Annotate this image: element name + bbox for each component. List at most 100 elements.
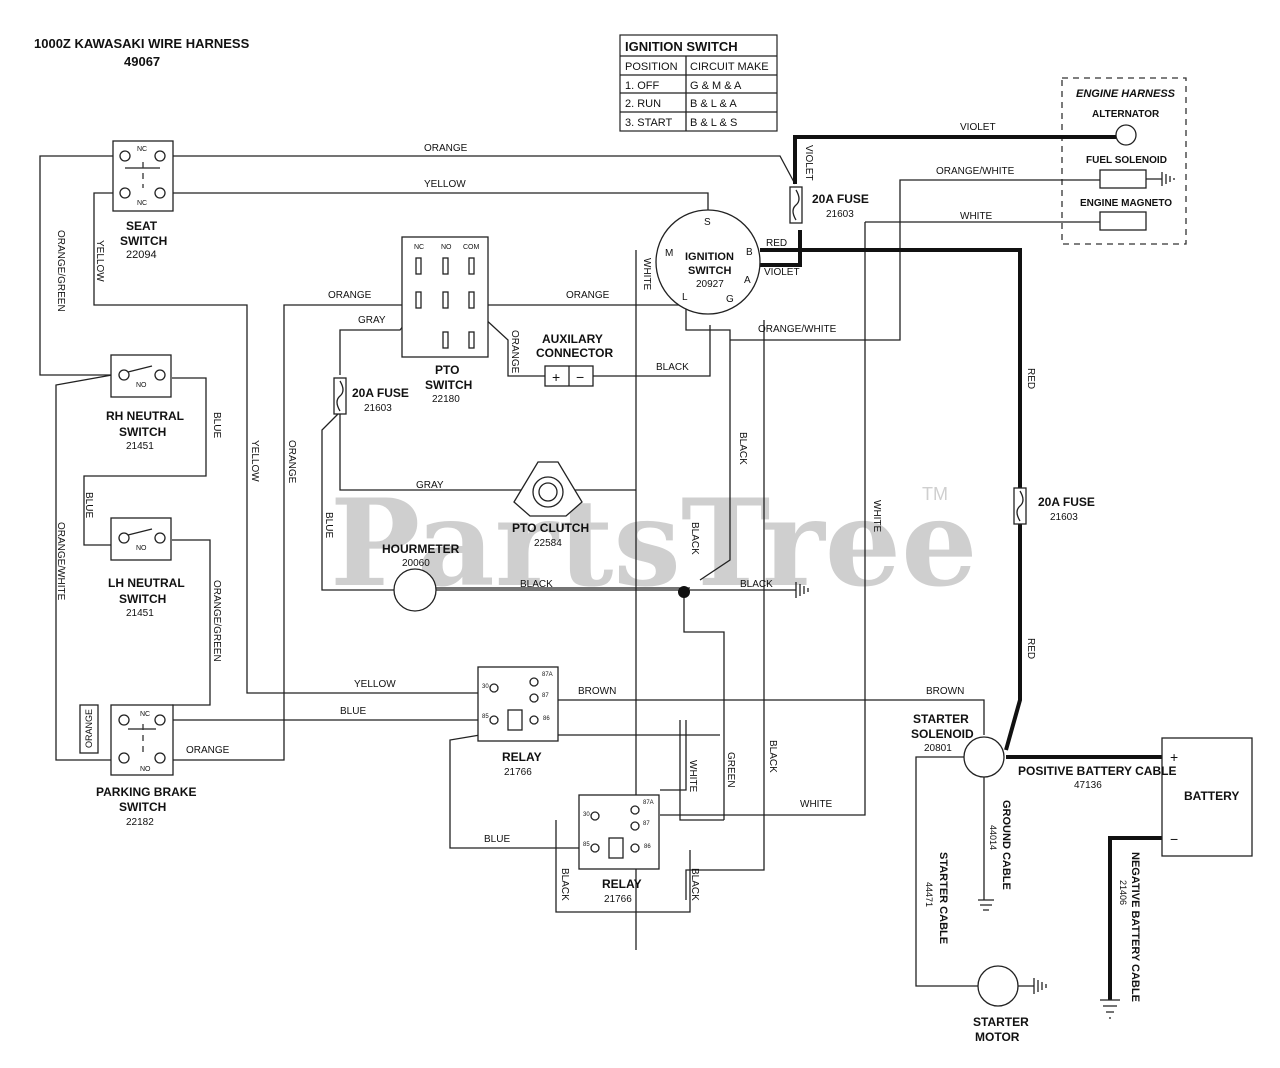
rh-no: NO xyxy=(136,382,147,389)
pto-clutch-name: PTO CLUTCH xyxy=(512,521,589,535)
wire-label: YELLOW xyxy=(354,679,396,690)
fuel-solenoid-label: FUEL SOLENOID xyxy=(1086,155,1167,166)
fuse-top-pn: 21603 xyxy=(826,209,854,220)
positive-cable-pn: 47136 xyxy=(1074,780,1102,791)
starter-motor: STARTER MOTOR xyxy=(973,965,1029,1044)
table-cell: B & L & A xyxy=(690,98,737,110)
lh-neutral-switch: NO LH NEUTRAL SWITCH 21451 xyxy=(108,517,185,619)
ignition-switch-table: IGNITION SWITCH POSITION CIRCUIT MAKE 1.… xyxy=(619,34,778,132)
table-header-circuit: CIRCUIT MAKE xyxy=(690,61,769,73)
ground-cable-name: GROUND CABLE xyxy=(1000,800,1012,890)
ignition-switch-name2: SWITCH xyxy=(688,265,731,277)
wire-labels: ORANGE YELLOW VIOLET VIOLET ORANGE/WHITE… xyxy=(55,122,1036,901)
wire-label: WHITE xyxy=(800,799,833,810)
relay2-name: RELAY xyxy=(602,877,642,891)
fuse-right-pn: 21603 xyxy=(1050,512,1078,523)
starter-cable-name: STARTER CABLE xyxy=(937,852,949,944)
wire-label: VIOLET xyxy=(764,267,800,278)
rh-name1: RH NEUTRAL xyxy=(106,409,184,423)
r1-87: 87 xyxy=(542,693,549,699)
wire-label: ORANGE/GREEN xyxy=(211,580,222,662)
engine-harness: ENGINE HARNESS ALTERNATOR FUEL SOLENOID … xyxy=(1061,77,1187,245)
r1-86: 86 xyxy=(543,716,550,722)
wire-label: WHITE xyxy=(960,211,993,222)
wire-label: YELLOW xyxy=(249,440,260,482)
alternator-label: ALTERNATOR xyxy=(1092,109,1160,120)
wire-label: BLACK xyxy=(656,362,689,373)
wire-label: BLUE xyxy=(211,412,222,438)
solenoid-pn: 20801 xyxy=(924,743,952,754)
rh-neutral-switch: NO RH NEUTRAL SWITCH 21451 xyxy=(106,354,184,452)
r2-86: 86 xyxy=(644,844,651,850)
starter-motor-name1: STARTER xyxy=(973,1015,1029,1029)
r2-85: 85 xyxy=(583,842,590,848)
pto-nc: NC xyxy=(414,244,424,251)
aux-name1: AUXILARY xyxy=(542,332,603,346)
pb-pn: 22182 xyxy=(126,817,154,828)
wire-label: BLACK xyxy=(520,579,553,590)
watermark-tm: TM xyxy=(922,484,948,504)
pto-switch: NC NO COM PTO SWITCH 22180 xyxy=(401,236,489,405)
wire-label: YELLOW xyxy=(424,179,466,190)
seat-nc1: NC xyxy=(137,146,147,153)
wire-label: ORANGE xyxy=(328,290,372,301)
battery-name: BATTERY xyxy=(1184,789,1239,803)
solenoid-name1: STARTER xyxy=(913,712,969,726)
r1-30: 30 xyxy=(482,684,489,690)
fuse-right-name: 20A FUSE xyxy=(1038,495,1095,509)
starter-solenoid: STARTER SOLENOID 20801 xyxy=(911,712,1005,778)
r2-87: 87 xyxy=(643,821,650,827)
pb-nc: NC xyxy=(140,711,150,718)
seat-nc2: NC xyxy=(137,200,147,207)
wire-label: BLACK xyxy=(689,522,700,555)
aux-minus: − xyxy=(576,369,584,385)
pto-switch-name1: PTO xyxy=(435,363,459,377)
wire-label: RED xyxy=(766,238,787,249)
ignition-switch-pn: 20927 xyxy=(696,279,724,290)
wire-label: BLACK xyxy=(740,579,773,590)
wire-label: ORANGE/WHITE xyxy=(936,166,1015,177)
wire-label: BLUE xyxy=(340,706,366,717)
pto-com: COM xyxy=(463,244,480,251)
wire-label: ORANGE/GREEN xyxy=(55,230,66,312)
wire-label: BLACK xyxy=(689,868,700,901)
positive-cable-name: POSITIVE BATTERY CABLE xyxy=(1018,764,1176,778)
ignition-switch: S M B A L G IGNITION SWITCH 20927 xyxy=(655,209,761,315)
seat-switch: NC NC SEAT SWITCH 22094 xyxy=(112,140,174,261)
ign-term-m: M xyxy=(665,248,673,259)
fuse-left: 20A FUSE 21603 xyxy=(333,377,409,415)
wire-label: ORANGE xyxy=(424,143,468,154)
pto-clutch-pn: 22584 xyxy=(534,538,562,549)
fuse-top: 20A FUSE 21603 xyxy=(789,186,869,224)
wire-label: RED xyxy=(1025,368,1036,389)
r1-85: 85 xyxy=(482,714,489,720)
wire-label: BLACK xyxy=(767,740,778,773)
table-header-position: POSITION xyxy=(625,61,678,73)
ign-term-g: G xyxy=(726,294,734,305)
wire-label: WHITE xyxy=(641,258,652,291)
wire-label: GREEN xyxy=(725,752,736,788)
table-cell: 2. RUN xyxy=(625,98,661,110)
rh-name2: SWITCH xyxy=(119,425,166,439)
r1-87a: 87A xyxy=(542,672,553,678)
ign-term-s: S xyxy=(704,217,711,228)
seat-switch-pn: 22094 xyxy=(126,249,157,261)
pto-switch-pn: 22180 xyxy=(432,394,460,405)
table-title: IGNITION SWITCH xyxy=(625,39,738,54)
hourmeter-pn: 20060 xyxy=(402,558,430,569)
ignition-switch-name1: IGNITION xyxy=(685,251,734,263)
pb-no: NO xyxy=(140,766,151,773)
ground-cable-pn: 44014 xyxy=(988,825,998,850)
lh-name1: LH NEUTRAL xyxy=(108,576,185,590)
wires xyxy=(39,135,1162,1019)
relay-1: 30 87A 87 85 86 RELAY 21766 xyxy=(477,666,559,778)
starter-motor-name2: MOTOR xyxy=(975,1030,1020,1044)
wire-label: BLUE xyxy=(83,492,94,518)
aux-plus: + xyxy=(552,369,560,385)
aux-name2: CONNECTOR xyxy=(536,346,613,360)
table-cell: G & M & A xyxy=(690,80,742,92)
wire-label: ORANGE xyxy=(566,290,610,301)
ign-term-b: B xyxy=(746,247,753,258)
lh-pn: 21451 xyxy=(126,608,154,619)
